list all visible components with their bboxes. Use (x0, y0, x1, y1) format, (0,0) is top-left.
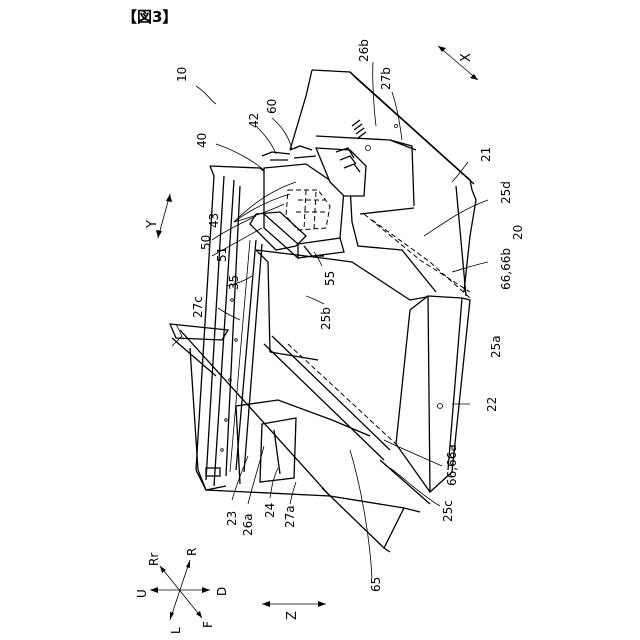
direction-y: Y (145, 194, 172, 238)
axis-r-label: R (185, 548, 199, 556)
label-66-66b: 66,66b (499, 248, 513, 290)
label-25d: 25d (499, 181, 513, 204)
direction-x: X (438, 46, 478, 80)
direction-z: Z (262, 601, 326, 620)
label-66-66a: 66,66a (445, 444, 459, 486)
label-22: 22 (485, 397, 499, 412)
axis-rr-label: Rr (147, 553, 161, 566)
label-43: 43 (207, 213, 221, 228)
label-50: 50 (199, 235, 213, 250)
label-24: 24 (263, 503, 277, 518)
figure-label: 【図3】 (122, 6, 177, 27)
axis-y-label: Y (145, 220, 160, 229)
label-60: 60 (265, 99, 279, 114)
label-65: 65 (369, 577, 383, 592)
axis-f-label: F (201, 621, 215, 628)
axis-d-label: D (215, 587, 229, 596)
label-27b: 27b (379, 67, 393, 90)
label-27a: 27a (283, 505, 297, 528)
label-25c: 25c (441, 500, 455, 522)
reference-labels: 10 26b 27b 60 42 40 21 25d 20 43 50 51 3… (175, 39, 525, 592)
label-10: 10 (175, 67, 189, 82)
label-20: 20 (511, 225, 525, 240)
label-55: 55 (323, 271, 337, 286)
label-35: 35 (227, 275, 241, 290)
axis-x-label: X (459, 53, 474, 62)
direction-compass: Rr R U D L F (135, 548, 229, 634)
label-42: 42 (247, 113, 261, 128)
axis-l-label: L (169, 627, 183, 634)
axis-z-label: Z (285, 611, 300, 620)
label-40: 40 (195, 133, 209, 148)
label-26a: 26a (241, 513, 255, 536)
label-25b: 25b (319, 307, 333, 330)
label-27c: 27c (191, 296, 205, 318)
label-21: 21 (479, 147, 493, 162)
label-25a: 25a (489, 335, 503, 358)
label-51: 51 (215, 247, 229, 262)
label-23: 23 (225, 511, 239, 526)
label-26b: 26b (357, 39, 371, 62)
axis-u-label: U (135, 589, 149, 598)
